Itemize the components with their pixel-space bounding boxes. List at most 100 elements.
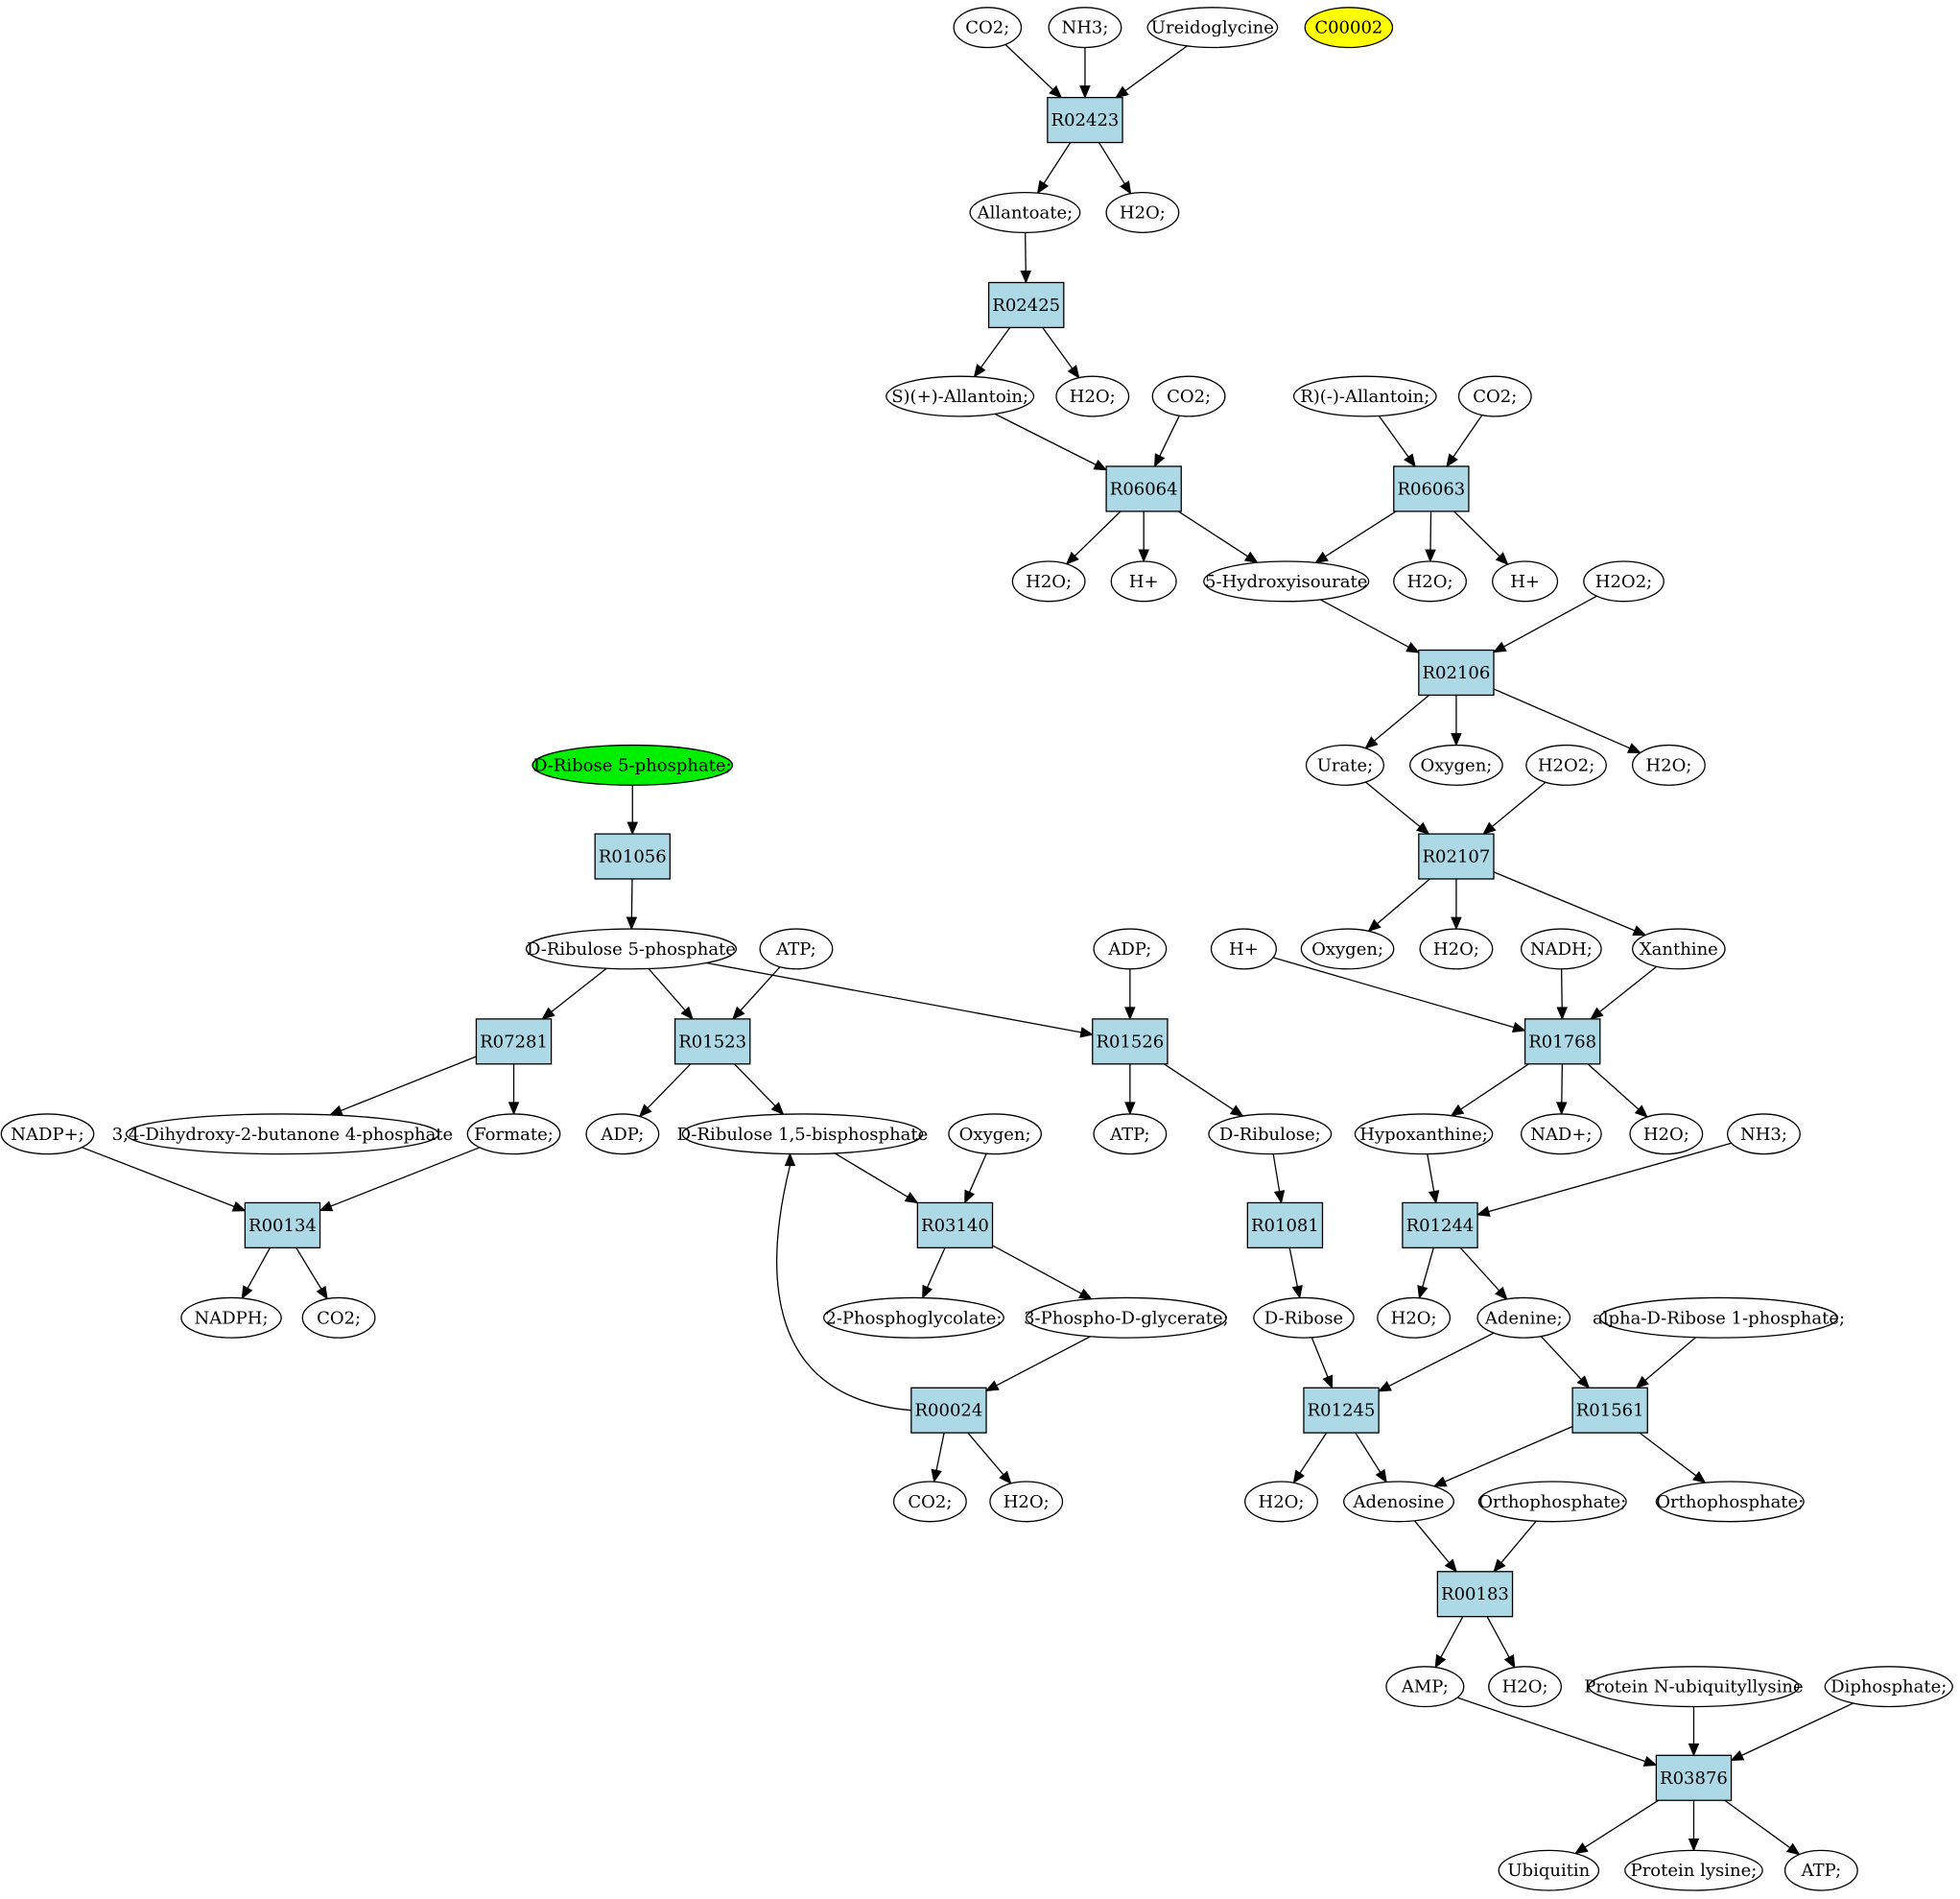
compound-node[interactable]: Orthophosphate; [1477,1481,1627,1523]
edge-arrow [241,1247,272,1300]
compound-node[interactable]: ATP; [1093,1113,1168,1155]
compound-node[interactable]: Oxygen; [1300,928,1395,970]
arrowhead [1642,1756,1658,1767]
reaction-node[interactable]: R06063 [1393,465,1470,512]
reaction-node[interactable]: R01526 [1092,1018,1169,1065]
compound-node[interactable]: Protein lysine; [1624,1849,1763,1891]
reaction-node[interactable]: R01081 [1246,1201,1324,1248]
compound-node[interactable]: H2O; [1055,375,1130,417]
compound-ellipse [1655,1481,1805,1523]
compound-node[interactable]: AMP; [1385,1666,1465,1708]
compound-node[interactable]: H2O; [1629,1113,1704,1155]
compound-node[interactable]: D-Ribulose; [1208,1113,1333,1155]
compound-node[interactable]: H2O; [1393,560,1467,603]
compound-node[interactable]: Allantoate; [969,192,1081,233]
compound-node[interactable]: H2O; [1419,928,1494,970]
edge-line [935,1433,945,1471]
compound-node[interactable]: H2O2; [1583,560,1665,603]
compound-node[interactable]: 3,4-Dihydroxy-2-butanone 4-phosphate [112,1113,454,1155]
compound-node[interactable]: Oxygen; [948,1113,1042,1155]
compound-node[interactable]: H2O2; [1525,744,1607,786]
compound-node[interactable]: CO2; [301,1296,376,1339]
target-compound-node[interactable]: C00002 [1304,7,1394,49]
compound-node[interactable]: H2O; [1488,1666,1563,1708]
compound-node[interactable]: H2O; [1377,1296,1452,1339]
node-label: NADH; [1530,939,1593,960]
compound-node[interactable]: Adenine; [1476,1296,1571,1339]
compound-node[interactable]: NH3; [1727,1113,1801,1155]
compound-node[interactable]: CO2; [953,7,1023,49]
compound-node[interactable]: Hypoxanthine; [1354,1113,1494,1155]
compound-node[interactable]: D-Ribulose 1,5-bisphosphate [677,1113,929,1155]
reaction-node[interactable]: R01245 [1303,1387,1380,1434]
reaction-node[interactable]: R02107 [1418,833,1495,880]
compound-node[interactable]: Oxygen; [1409,744,1503,786]
compound-node[interactable]: NH3; [1048,7,1122,49]
compound-node[interactable]: Xanthine [1631,928,1726,970]
compound-node[interactable]: ATP; [759,928,834,970]
edge-arrow [1377,1332,1495,1392]
compound-node[interactable]: 2-Phosphoglycolate; [822,1296,1004,1339]
compound-node[interactable]: Adenosine [1343,1481,1454,1523]
compound-ellipse [1048,7,1122,49]
arrowhead [1451,916,1462,931]
compound-node[interactable]: NADPH; [180,1296,282,1339]
compound-node[interactable]: H+ [1210,928,1277,970]
start-compound-node[interactable]: D-Ribose 5-phosphate; [531,744,734,786]
compound-node[interactable]: Protein N-ubiquityllysine [1584,1666,1804,1708]
compound-node[interactable]: NADP+; [0,1113,95,1155]
reaction-node[interactable]: R06064 [1105,465,1182,512]
compound-node[interactable]: H2O; [1011,560,1086,603]
compound-node[interactable]: H2O; [1631,744,1706,786]
reaction-node[interactable]: R02425 [987,281,1065,329]
compound-node[interactable]: H2O; [989,1481,1064,1523]
node-label: NADPH; [195,1308,269,1328]
reaction-node[interactable]: R03140 [916,1201,994,1248]
node-label: Adenosine [1353,1492,1445,1512]
compound-node[interactable]: D-Ribulose 5-phosphate [525,928,738,970]
reaction-box [1402,1201,1478,1248]
reaction-node[interactable]: R03876 [1655,1754,1733,1801]
compound-node[interactable]: ADP; [1093,928,1168,970]
compound-node[interactable]: NADH; [1521,928,1602,970]
compound-node[interactable]: S)(+)-Allantoin; [886,375,1035,417]
compound-node[interactable]: Formate; [466,1113,561,1155]
reaction-node[interactable]: R02423 [1047,96,1123,144]
node-label: C00002 [1314,18,1382,38]
reaction-node[interactable]: R01056 [594,833,672,880]
compound-node[interactable]: CO2; [1151,375,1226,417]
edge-line [1422,1247,1434,1288]
compound-node[interactable]: 5-Hydroxyisourate [1203,560,1370,603]
reaction-node[interactable]: R01561 [1571,1387,1648,1434]
reaction-node[interactable]: R01768 [1523,1018,1601,1065]
reaction-node[interactable]: R00024 [910,1387,987,1434]
compound-node[interactable]: H2O; [1105,192,1180,233]
compound-node[interactable]: 3-Phospho-D-glycerate; [1024,1296,1229,1339]
reaction-node[interactable]: R01244 [1402,1201,1478,1248]
compound-node[interactable]: Urate; [1305,744,1384,786]
compound-node[interactable]: CO2; [1457,375,1532,417]
compound-node[interactable]: R)(-)-Allantoin; [1292,375,1437,417]
compound-node[interactable]: ADP; [585,1113,660,1155]
edge-line [1456,1697,1646,1763]
reaction-node[interactable]: R00183 [1436,1571,1514,1618]
compound-node[interactable]: NAD+; [1521,1113,1602,1155]
edge-line [776,1165,911,1412]
reaction-node[interactable]: R07281 [475,1018,553,1065]
reaction-node[interactable]: R01523 [673,1018,751,1065]
compound-node[interactable]: D-Ribose [1253,1296,1355,1339]
compound-node[interactable]: Ubiquitin [1498,1849,1600,1891]
compound-node[interactable]: ATP; [1783,1849,1858,1891]
compound-node[interactable]: CO2; [892,1481,967,1523]
edge-arrow [1459,1246,1508,1300]
node-label: Protein lysine; [1631,1861,1758,1881]
compound-node[interactable]: alpha-D-Ribose 1-phosphate; [1593,1296,1845,1339]
compound-node[interactable]: H2O; [1244,1481,1318,1523]
reaction-node[interactable]: R00134 [244,1201,321,1248]
reaction-node[interactable]: R02106 [1418,649,1495,697]
compound-node[interactable]: Orthophosphate; [1655,1481,1805,1523]
compound-node[interactable]: Ureidoglycine [1146,7,1279,49]
compound-node[interactable]: Diphosphate; [1824,1666,1953,1708]
compound-node[interactable]: H+ [1492,560,1559,603]
compound-node[interactable]: H+ [1110,560,1177,603]
